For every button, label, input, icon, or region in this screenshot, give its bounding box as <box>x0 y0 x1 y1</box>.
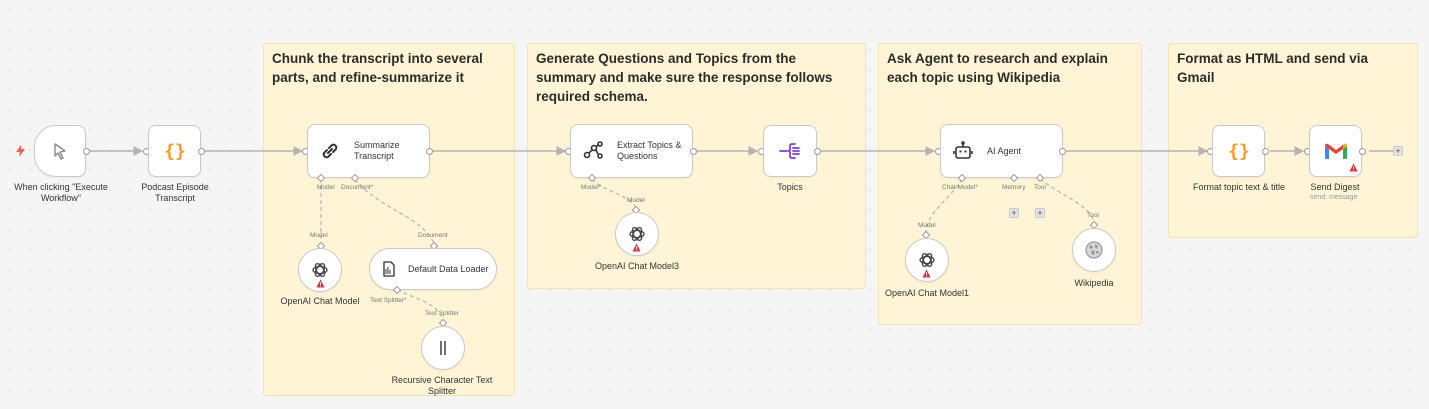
output-port[interactable] <box>1359 148 1366 155</box>
port-label: Model <box>627 197 645 204</box>
wikipedia-globe-icon <box>1085 241 1103 259</box>
openai-icon <box>919 253 935 267</box>
robot-icon <box>951 139 975 163</box>
port-label: Text Splitter* <box>370 297 407 304</box>
node-label: AI Agent <box>987 145 1022 156</box>
port-label: Model <box>918 222 936 229</box>
svg-text:{}: {} <box>164 141 186 162</box>
sticky-note-title: Format as HTML and send via Gmail <box>1177 51 1369 85</box>
port-label: Tool <box>1034 184 1046 191</box>
sticky-note-title: Chunk the transcript into several parts,… <box>272 51 483 85</box>
add-memory-button[interactable]: + <box>1009 208 1019 218</box>
sticky-note-chunk[interactable]: Chunk the transcript into several parts,… <box>263 43 515 396</box>
output-port[interactable] <box>690 148 697 155</box>
port-label: Tool <box>1087 212 1099 219</box>
node-label: Topics <box>777 182 803 192</box>
openai-icon <box>629 227 645 241</box>
node-label: Wikipedia <box>1074 278 1114 288</box>
node-label: When clicking "Execute Workflow" <box>14 182 108 203</box>
node-label: Summarize Transcript <box>354 140 400 161</box>
gmail-icon <box>1324 143 1347 159</box>
trigger-bolt-icon <box>16 145 25 157</box>
wikipedia-node[interactable] <box>1072 228 1116 272</box>
node-label: Send Digest <box>1310 182 1360 192</box>
warning-icon <box>922 269 931 278</box>
node-label: OpenAI Chat Model3 <box>594 261 680 271</box>
node-label: Podcast Episode Transcript <box>141 182 209 203</box>
format-topic-node[interactable]: {} <box>1212 125 1265 177</box>
svg-text:{}: {} <box>1228 141 1250 162</box>
warning-icon <box>1349 163 1358 172</box>
code-braces-icon: {} <box>164 141 186 162</box>
sticky-note-title: Ask Agent to research and explain each t… <box>887 51 1108 85</box>
output-port[interactable] <box>1059 148 1066 155</box>
node-label: Recursive Character Text Splitter <box>391 375 493 396</box>
node-label: OpenAI Chat Model1 <box>884 288 970 298</box>
summarize-transcript-node[interactable]: Summarize Transcript <box>307 124 430 178</box>
warning-icon <box>632 243 641 252</box>
node-label: Format topic text & title <box>1192 182 1286 192</box>
port-label: Model* <box>581 184 602 191</box>
cursor-arrow-icon <box>54 143 66 160</box>
splitter-bars-icon <box>440 341 446 355</box>
port-label: Memory <box>1002 184 1026 191</box>
output-port[interactable] <box>83 148 90 155</box>
output-port[interactable] <box>198 148 205 155</box>
node-label: Default Data Loader <box>408 264 489 274</box>
default-data-loader-node[interactable]: Default Data Loader <box>369 248 497 290</box>
output-port[interactable] <box>426 148 433 155</box>
podcast-transcript-node[interactable]: {} <box>148 125 201 177</box>
recursive-splitter-node[interactable] <box>421 326 465 370</box>
node-label: Extract Topics & Questions <box>617 140 682 161</box>
add-tool-button[interactable]: + <box>1035 208 1045 218</box>
add-node-button[interactable]: + <box>1393 146 1403 156</box>
port-label: Model <box>317 184 335 191</box>
code-braces-icon: {} <box>1228 141 1250 162</box>
document-icon <box>383 261 395 277</box>
port-label: Document <box>418 232 448 239</box>
output-port[interactable] <box>814 148 821 155</box>
sticky-note-format[interactable]: Format as HTML and send via Gmail <box>1168 43 1418 238</box>
port-label: Chat Model* <box>942 184 978 191</box>
node-label: OpenAI Chat Model <box>280 296 360 306</box>
extract-topics-node[interactable]: Extract Topics & Questions <box>570 124 693 178</box>
port-label: Text Splitter <box>425 310 459 317</box>
trigger-node[interactable] <box>34 125 86 177</box>
sticky-note-title: Generate Questions and Topics from the s… <box>536 51 833 104</box>
openai-icon <box>312 263 328 277</box>
split-out-icon <box>779 143 800 159</box>
ai-agent-node[interactable]: AI Agent <box>940 124 1063 178</box>
node-sublabel: send: message <box>1310 194 1358 201</box>
port-label: Document* <box>341 184 374 191</box>
topics-node[interactable] <box>763 125 817 177</box>
nodes-graph-icon <box>581 139 605 163</box>
warning-icon <box>316 279 325 288</box>
port-label: Model <box>310 232 328 239</box>
link-chain-icon <box>318 139 342 163</box>
output-port[interactable] <box>1262 148 1269 155</box>
